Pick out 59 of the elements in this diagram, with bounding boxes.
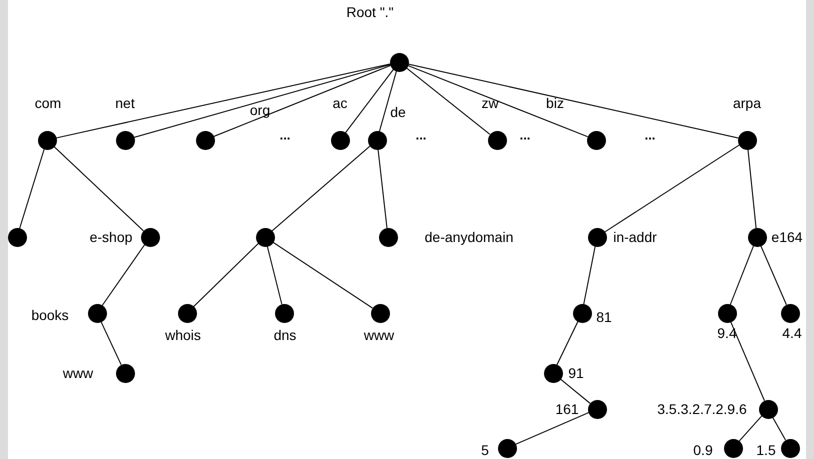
node-label: zw	[481, 96, 499, 110]
node-label: books	[31, 308, 69, 322]
node-label: dns	[274, 328, 296, 342]
connector-line	[407, 63, 739, 139]
connector-line	[271, 145, 371, 232]
connector-line	[406, 64, 588, 138]
ellipsis-text: ...	[280, 128, 290, 142]
connector-line	[583, 245, 596, 305]
ellipsis-text: ...	[644, 128, 656, 142]
node-label: org	[250, 103, 270, 117]
node-label: 3.5.3.2.7.2.9.6	[657, 402, 747, 416]
node-label: 81	[596, 310, 612, 324]
connector-line	[406, 67, 490, 135]
connector-line	[212, 64, 392, 138]
connector-line	[747, 148, 757, 229]
node-label: 0.9	[693, 443, 713, 457]
connector-line	[55, 63, 391, 139]
connector-line	[53, 146, 144, 232]
connector-line	[378, 148, 388, 229]
node-label: biz	[546, 96, 564, 110]
node-label: arpa	[732, 96, 762, 110]
connector-line	[730, 320, 765, 402]
connector-line	[344, 68, 394, 134]
ellipsis-text: ...	[416, 128, 426, 142]
node-label: www	[364, 328, 394, 342]
node-label: de	[390, 105, 406, 119]
node-label: de-anydomain	[424, 230, 514, 244]
node-label: 4.4	[782, 326, 802, 340]
node-label: ac	[332, 96, 348, 110]
node-label: e-shop	[90, 230, 132, 244]
connector-line	[556, 320, 579, 366]
node-label: e164	[771, 230, 803, 244]
ellipsis-text: ...	[520, 128, 530, 142]
connector-line	[760, 244, 787, 306]
node-label: 91	[568, 366, 584, 380]
node-label: 1.5	[756, 443, 776, 457]
node-label: whois	[165, 328, 201, 342]
node-label: Root "."	[346, 5, 394, 19]
connector-line	[730, 244, 754, 306]
node-label: 161	[555, 402, 579, 416]
connector-line	[604, 144, 740, 233]
connector-line	[133, 64, 391, 138]
connector-line	[19, 148, 45, 229]
connector-line	[514, 412, 590, 445]
connector-line	[100, 320, 122, 366]
connector-line	[772, 416, 786, 441]
connector-line	[378, 70, 398, 132]
node-label: in-addr	[613, 230, 657, 244]
connector-line	[738, 415, 762, 442]
connector-line	[272, 241, 373, 309]
node-label: com	[34, 96, 62, 110]
node-label: www	[62, 366, 94, 380]
connector-line	[559, 378, 591, 404]
node-label: 9.4	[717, 326, 737, 340]
node-label: 5	[481, 443, 489, 457]
node-label: net	[115, 96, 135, 110]
connector-line	[102, 244, 146, 306]
connector-line	[266, 245, 282, 305]
connector-line	[192, 242, 260, 308]
